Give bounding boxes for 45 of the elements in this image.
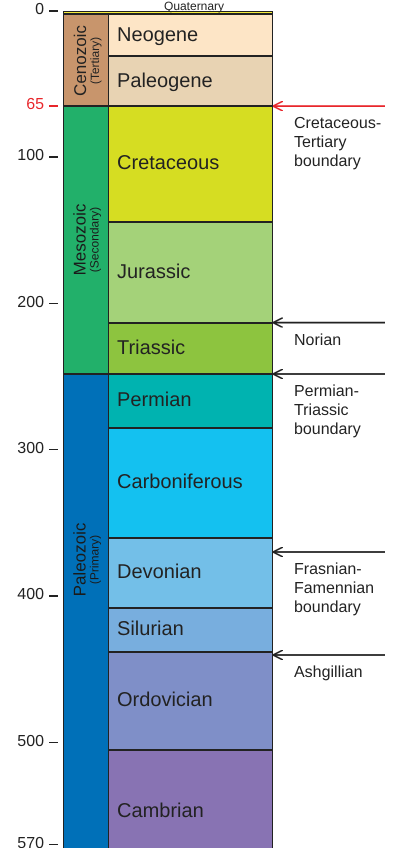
period-name: Paleogene (117, 70, 213, 93)
period-band (108, 106, 273, 222)
period-name: Triassic (117, 336, 186, 360)
period-band (108, 374, 273, 428)
axis-tick-label: 570 (4, 834, 59, 848)
period-band (108, 428, 273, 538)
period-name: Devonian (117, 561, 202, 584)
period-band (108, 14, 273, 56)
period-name: Carboniferous (117, 471, 243, 494)
period-band (108, 538, 273, 608)
era-alt-name: (Tertiary) (88, 35, 100, 86)
arrow (272, 368, 385, 380)
era-alt-name: (Primary) (88, 534, 100, 586)
period-name: Permian (117, 389, 192, 412)
arrow (272, 100, 385, 112)
period-band (108, 608, 273, 652)
axis-tick-label: 300 (4, 440, 59, 458)
period-band (108, 56, 273, 106)
era-name: Mesozoic (72, 204, 88, 276)
axis-tick-label: 500 (4, 732, 59, 750)
period-band (108, 222, 273, 323)
era-name: Paleozoic (72, 522, 88, 596)
arrow (272, 546, 385, 558)
axis-tick-label: 400 (4, 586, 59, 604)
arrow (272, 649, 385, 661)
era-bar (63, 106, 109, 374)
period-band (108, 322, 273, 374)
period-name: Cambrian (117, 800, 204, 824)
period-name: Quaternary (164, 1, 224, 12)
period-name: Cretaceous (117, 152, 220, 176)
axis-tick-label: 100 (4, 147, 59, 166)
era-bar (63, 374, 109, 848)
arrow (272, 316, 385, 328)
period-name: Jurassic (117, 260, 190, 284)
axis-tick-label: 65 (4, 96, 59, 114)
period-band (108, 652, 273, 750)
axis-tick-label: 0 (4, 1, 59, 19)
period-name: Ordovician (117, 689, 213, 712)
period-name: Silurian (117, 618, 184, 642)
era-alt-name: (Secondary) (88, 206, 100, 275)
axis-tick-label: 200 (4, 294, 59, 312)
period-band (108, 750, 273, 848)
era-bar (63, 14, 109, 106)
period-name: Neogene (117, 24, 198, 47)
era-name: Cenozoic (72, 24, 88, 96)
